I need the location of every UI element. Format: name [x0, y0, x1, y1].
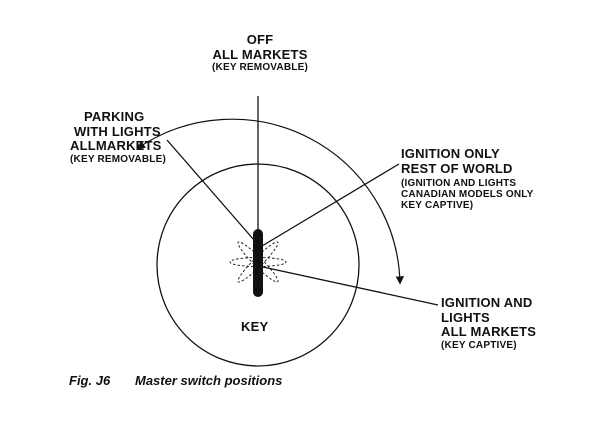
label-ignition-only-line: REST OF WORLD	[401, 160, 513, 176]
label-off-line: ALL MARKETS	[212, 46, 308, 62]
leader-ignition-only	[261, 163, 400, 247]
key-blade	[253, 229, 263, 297]
label-parking: PARKING WITH LIGHTS ALLMARKETS (KEY REMO…	[70, 109, 166, 165]
figure-caption-text: Master switch positions	[135, 373, 283, 388]
label-parking-line: PARKING	[84, 109, 145, 124]
label-ignition-only-note: KEY CAPTIVE)	[401, 200, 474, 212]
label-ignition-and-lights-note: (KEY CAPTIVE)	[441, 339, 517, 351]
label-ignition-only-note: CANADIAN MODELS ONLY	[401, 189, 534, 201]
label-parking-note: (KEY REMOVABLE)	[70, 153, 166, 165]
label-ignition-and-lights-line: ALL MARKETS	[441, 324, 537, 340]
label-off-line: OFF	[246, 32, 274, 47]
label-ignition-only-note: (IGNITION AND LIGHTS	[401, 178, 517, 190]
label-off-note: (KEY REMOVABLE)	[212, 62, 308, 74]
leader-parking	[166, 139, 255, 241]
label-ignition-and-lights: IGNITION AND LIGHTS ALL MARKETS (KEY CAP…	[441, 295, 537, 351]
label-ignition-and-lights-line: IGNITION AND	[441, 295, 533, 310]
label-parking-line: WITH LIGHTS	[74, 123, 161, 139]
figure-caption: Fig. J6 Master switch positions	[69, 373, 282, 388]
rotation-arc-arrow	[136, 118, 405, 285]
leader-ignition-and-lights	[262, 266, 439, 306]
label-off: OFF ALL MARKETS (KEY REMOVABLE)	[210, 32, 310, 74]
label-parking-line: ALLMARKETS	[70, 138, 162, 154]
label-ignition-only: IGNITION ONLY REST OF WORLD (IGNITION AN…	[401, 146, 534, 212]
figure-number: Fig. J6	[69, 373, 111, 388]
key-label: KEY	[241, 319, 269, 334]
label-ignition-and-lights-line: LIGHTS	[441, 309, 490, 325]
label-ignition-only-line: IGNITION ONLY	[401, 146, 500, 161]
